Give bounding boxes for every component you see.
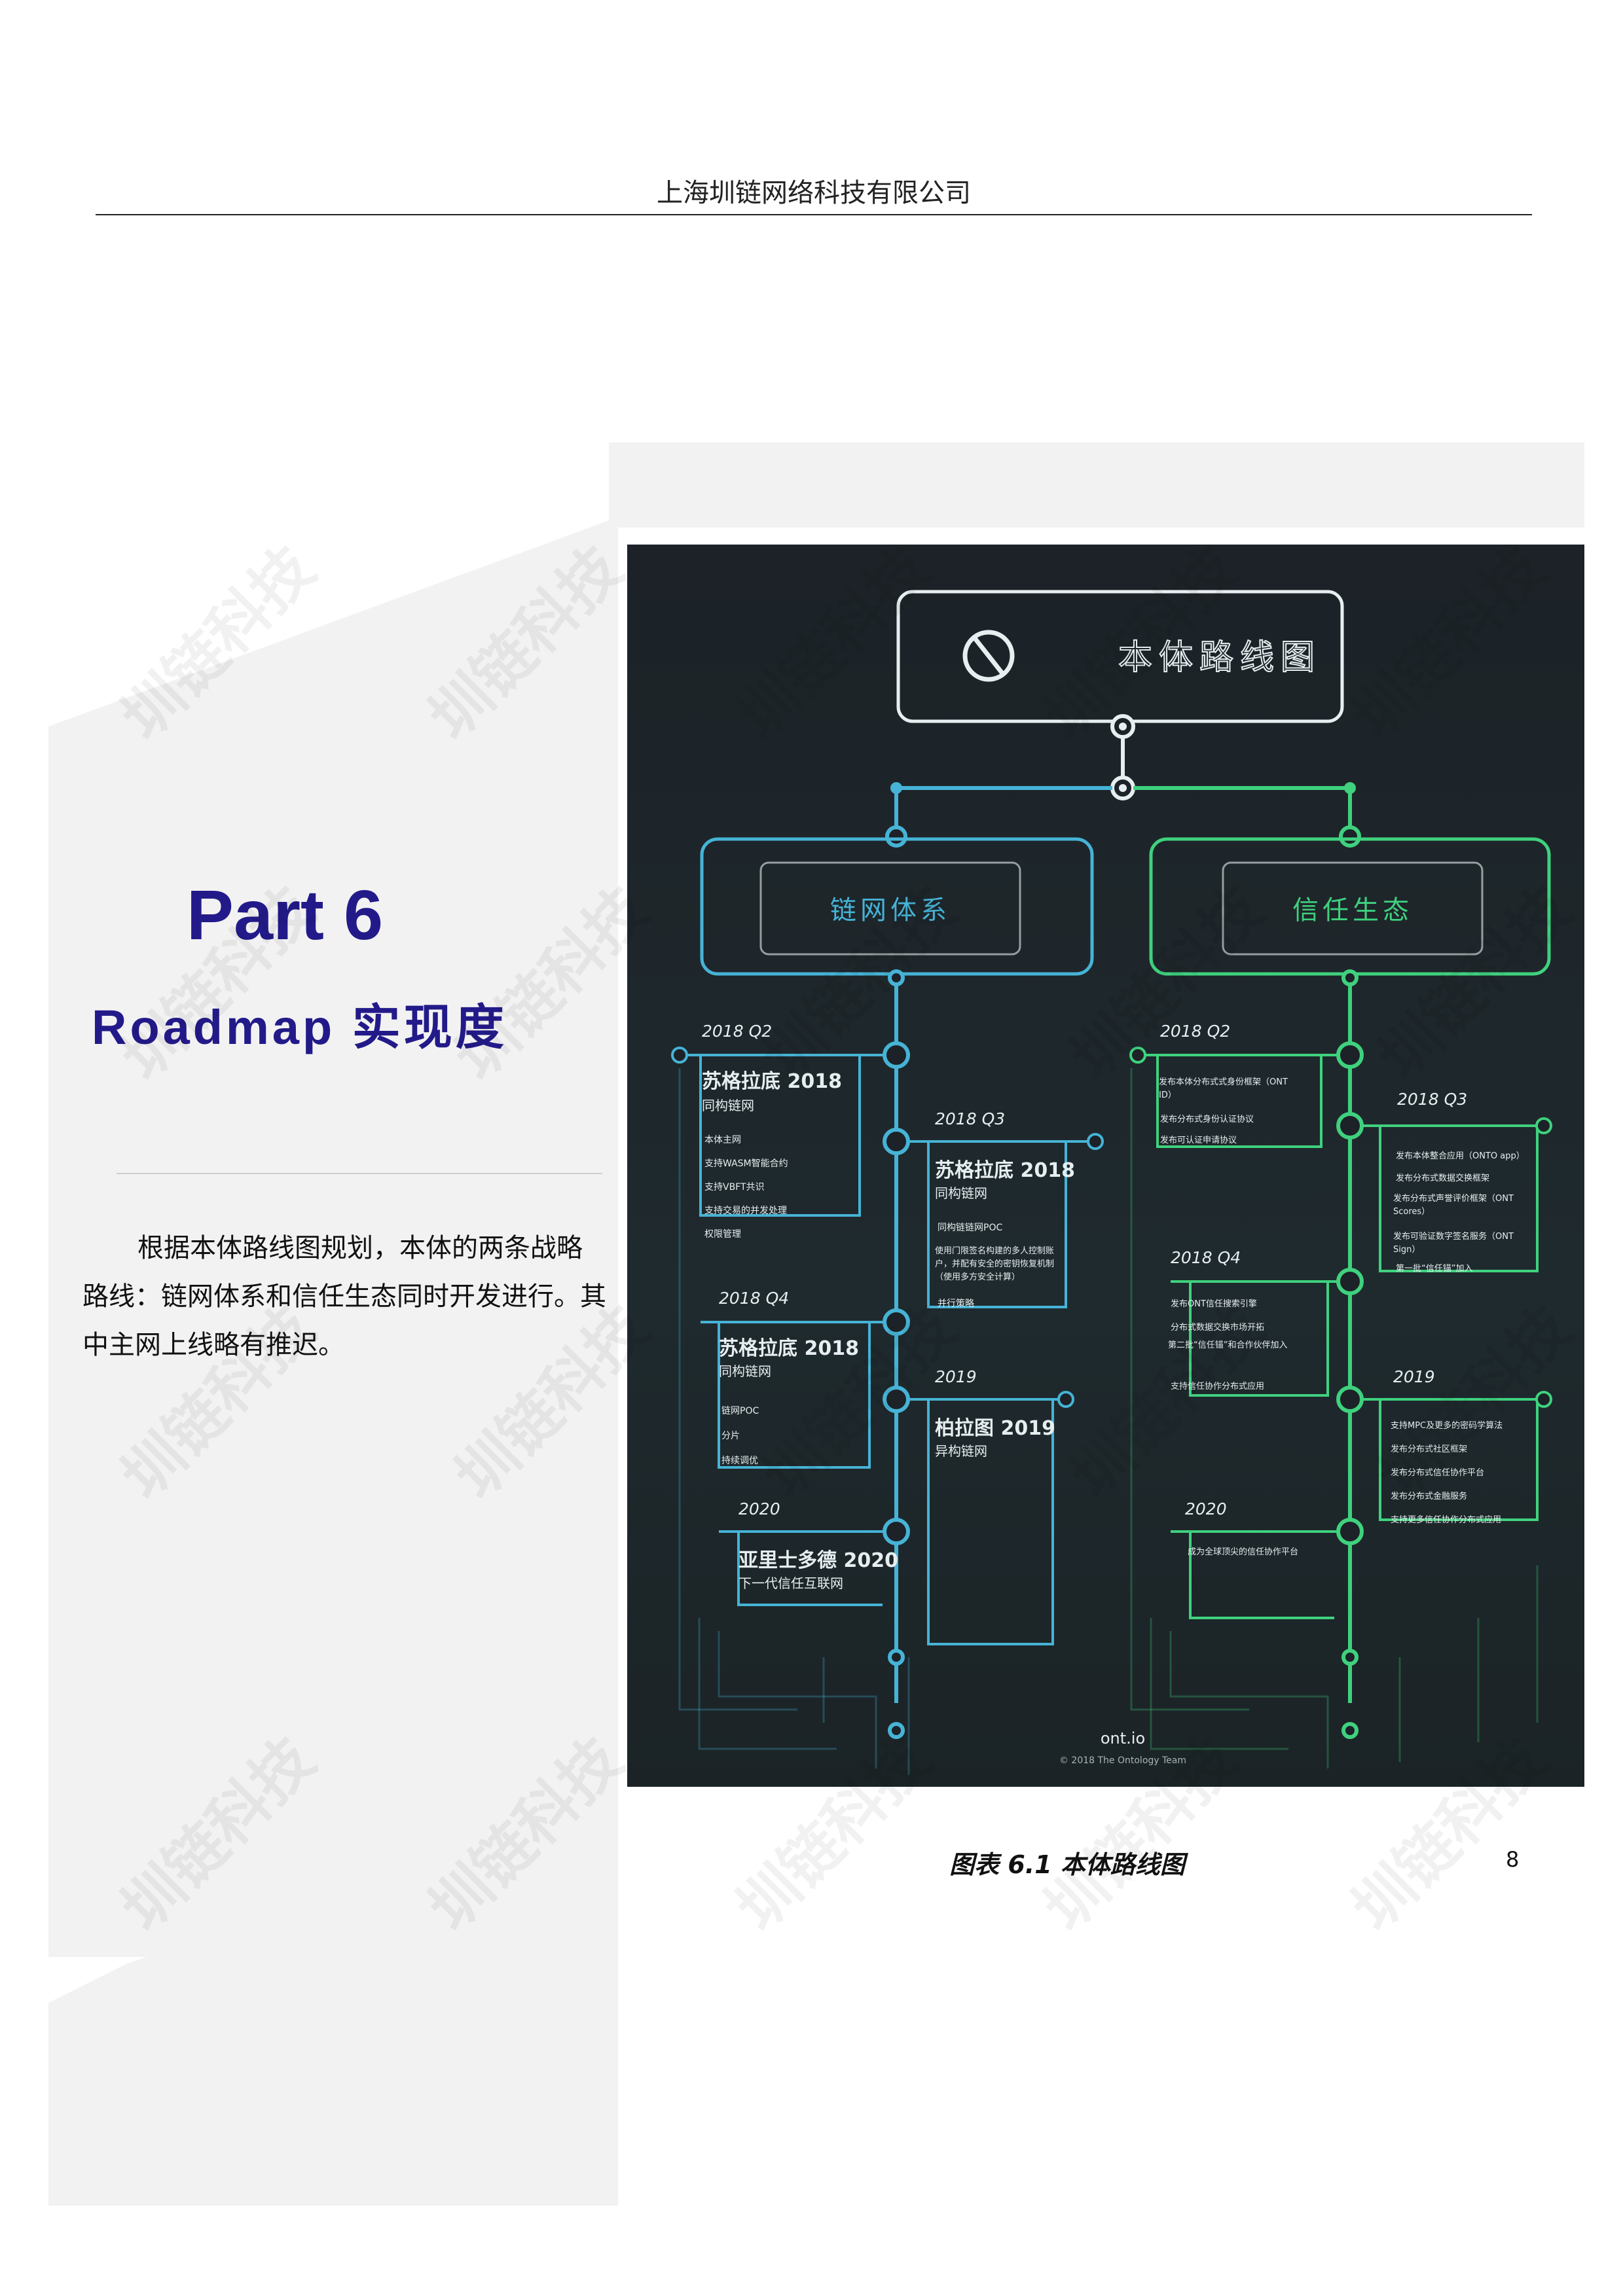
section-divider: [117, 1173, 602, 1174]
right-2019-item: 支持MPC及更多的密码学算法: [1391, 1420, 1503, 1431]
right-q4-item: 第二批“信任锚”和合作伙伴加入: [1168, 1340, 1288, 1350]
right-q3-item: 发布可验证数字签名服务（ONT Sign）: [1393, 1232, 1514, 1255]
left-2019-name: 柏拉图 2019: [935, 1417, 1055, 1440]
left-q4-item: 分片: [721, 1431, 740, 1441]
right-q2-item: 发布本体分布式式身份框架（ONT ID）: [1159, 1077, 1288, 1100]
right-2019-period: 2019: [1393, 1367, 1435, 1386]
right-q2-item: 发布可认证申请协议: [1160, 1135, 1237, 1145]
right-2019-item: 发布分布式社区框架: [1391, 1444, 1467, 1454]
left-2020-name: 亚里士多德 2020: [739, 1549, 898, 1572]
right-q2-item: 发布分布式身份认证协议: [1160, 1114, 1254, 1124]
left-q3-item: 使用门限签名构建的多人控制账户，并配有安全的密钥恢复机制（使用多方安全计算）: [935, 1246, 1055, 1282]
right-q4-item: 支持信任协作分布式应用: [1171, 1381, 1264, 1391]
left-q2-item: 支持WASM智能合约: [704, 1158, 788, 1169]
left-q2-item: 支持交易的并发处理: [704, 1205, 787, 1216]
body-paragraph: 根据本体路线图规划，本体的两条战略路线：链网体系和信任生态同时开发进行。其中主网…: [82, 1233, 606, 1360]
right-q3-item: 发布分布式数据交换框架: [1396, 1173, 1489, 1183]
left-q2-item: 本体主网: [704, 1135, 741, 1145]
section-title: Part 6: [186, 875, 384, 954]
left-q2-item: 权限管理: [704, 1229, 741, 1240]
figure-caption: 图表 6.1 本体路线图: [949, 1850, 1185, 1879]
left-2019-type: 异构链网: [935, 1443, 987, 1459]
left-q2-type: 同构链网: [702, 1098, 754, 1113]
left-q3-name: 苏格拉底 2018: [935, 1159, 1075, 1182]
left-2019-period: 2019: [935, 1367, 977, 1386]
right-2019-item: 发布分布式信任协作平台: [1391, 1467, 1484, 1478]
left-q3-item: 同构链链网POC: [938, 1223, 1002, 1233]
left-branch-title: 链网体系: [830, 895, 951, 925]
right-q3-period: 2018 Q3: [1397, 1090, 1467, 1109]
left-q2-item: 支持VBFT共识: [704, 1182, 765, 1193]
left-q3-item: 并行策略: [938, 1298, 974, 1309]
right-q3-item: 第一批“信任锚”加入: [1396, 1264, 1472, 1274]
right-q3-item: 发布本体整合应用（ONTO app）: [1396, 1151, 1525, 1161]
ontology-logo-icon: [962, 630, 1015, 682]
right-q2-period: 2018 Q2: [1160, 1022, 1230, 1041]
left-q2-name: 苏格拉底 2018: [702, 1070, 842, 1093]
right-branch-title: 信任生态: [1292, 895, 1413, 925]
right-q3-item: 发布分布式声誉评价框架（ONT Scores）: [1393, 1194, 1514, 1217]
decor-panel-top: [609, 442, 1584, 528]
roadmap-svg: 本体路线图 链网体系 信任生态: [671, 590, 1552, 1775]
roadmap-footer-site: ont.io: [1101, 1729, 1145, 1748]
left-q4-item: 持续调优: [721, 1455, 758, 1466]
right-2020-item: 成为全球顶尖的信任协作平台: [1188, 1547, 1299, 1557]
left-q4-item: 链网POC: [721, 1406, 759, 1416]
right-2020-period: 2020: [1185, 1499, 1227, 1518]
left-q3-type: 同构链网: [935, 1185, 987, 1201]
right-2019-item: 发布分布式金融服务: [1391, 1491, 1467, 1501]
roadmap-footer-copyright: © 2018 The Ontology Team: [1059, 1755, 1186, 1766]
roadmap-title: 本体路线图: [1118, 638, 1321, 677]
right-q4-item: 分布式数据交换市场开拓: [1171, 1322, 1264, 1333]
section-subtitle: Roadmap 实现度: [92, 1000, 507, 1054]
roadmap-figure: 本体路线图 链网体系 信任生态: [627, 545, 1584, 1787]
left-2020-type: 下一代信任互联网: [739, 1575, 843, 1591]
left-q4-type: 同构链网: [719, 1363, 771, 1379]
left-q3-period: 2018 Q3: [935, 1109, 1005, 1128]
right-2019-item: 支持更多信任协作分布式应用: [1391, 1515, 1501, 1525]
page-header-company: 上海圳链网络科技有限公司: [657, 178, 971, 208]
right-q4-period: 2018 Q4: [1171, 1248, 1241, 1267]
page-number: 8: [1506, 1847, 1520, 1872]
decor-panel-left: [48, 517, 618, 2206]
left-q4-name: 苏格拉底 2018: [719, 1337, 859, 1360]
left-2020-period: 2020: [739, 1499, 780, 1518]
header-divider: [96, 214, 1532, 215]
left-q2-period: 2018 Q2: [702, 1022, 772, 1041]
right-q4-item: 发布ONT信任搜索引擎: [1171, 1299, 1257, 1309]
left-q4-period: 2018 Q4: [719, 1289, 789, 1308]
